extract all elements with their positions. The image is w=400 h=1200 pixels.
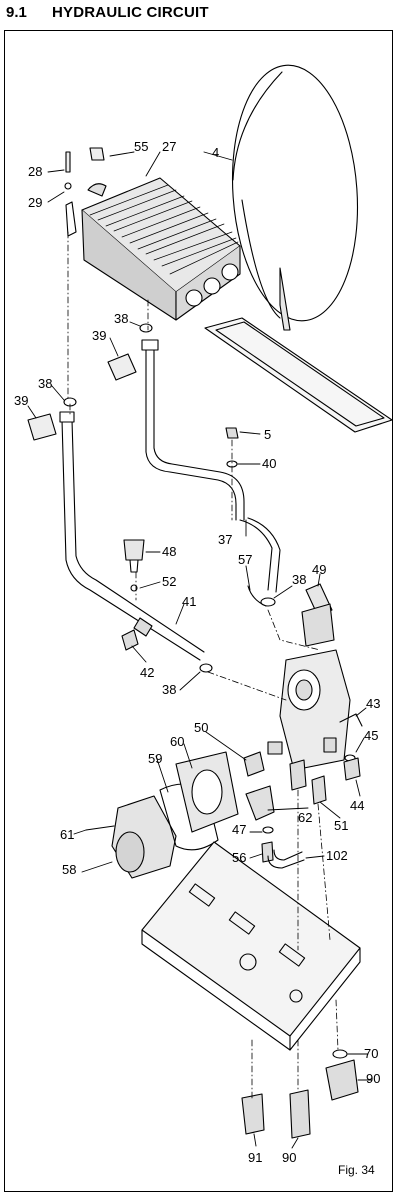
part-label-43: 43 — [366, 696, 380, 711]
part-label-28: 28 — [28, 164, 42, 179]
section-title: HYDRAULIC CIRCUIT — [52, 4, 209, 21]
part-label-38-a: 38 — [114, 311, 128, 326]
pump-58 — [111, 795, 177, 879]
section-number: 9.1 — [6, 4, 27, 21]
clip-42 — [121, 629, 139, 651]
part-label-102: 102 — [326, 848, 348, 863]
figure-frame — [4, 30, 393, 1192]
o-ring-38-a — [139, 323, 153, 333]
part-label-59: 59 — [148, 751, 162, 766]
clip-39-lower — [27, 413, 57, 441]
part-label-38-c: 38 — [292, 572, 306, 587]
part-label-56: 56 — [232, 850, 246, 865]
clip-39-upper — [107, 353, 137, 381]
fitting-56 — [261, 841, 274, 863]
return-pipe-41 — [59, 411, 205, 661]
page-header: 9.1 HYDRAULIC CIRCUIT — [0, 0, 400, 28]
nut-5 — [225, 427, 239, 439]
vessel-bracket — [204, 317, 393, 433]
gasket-59 — [159, 783, 219, 851]
part-label-42: 42 — [140, 665, 154, 680]
part-label-61: 61 — [60, 827, 74, 842]
part-label-44: 44 — [350, 798, 364, 813]
part-label-50: 50 — [194, 720, 208, 735]
expansion-vessel — [231, 64, 359, 331]
part-label-41: 41 — [182, 594, 196, 609]
o-ring-38-d — [199, 663, 213, 673]
part-label-51: 51 — [334, 818, 348, 833]
sensor-28 — [65, 151, 71, 173]
valve-50 — [243, 751, 265, 777]
part-label-40: 40 — [262, 456, 276, 471]
seal-70 — [332, 1049, 348, 1059]
part-label-55: 55 — [134, 139, 148, 154]
fitting-91 — [241, 1093, 265, 1135]
part-label-91: 91 — [248, 1150, 262, 1165]
seal-29 — [64, 182, 72, 190]
part-label-29: 29 — [28, 195, 42, 210]
flow-pipe-37 — [141, 339, 281, 593]
heat-exchanger — [65, 177, 241, 321]
pipe-102 — [267, 855, 305, 869]
fitting-90-right — [325, 1059, 359, 1101]
part-label-39-b: 39 — [14, 393, 28, 408]
part-label-45: 45 — [364, 728, 378, 743]
valve-49 — [301, 583, 335, 647]
part-label-49: 49 — [312, 562, 326, 577]
part-label-39-a: 39 — [92, 328, 106, 343]
part-label-52: 52 — [162, 574, 176, 589]
part-label-47: 47 — [232, 822, 246, 837]
part-label-60: 60 — [170, 734, 184, 749]
air-vent-48 — [123, 539, 145, 573]
screw-61 — [85, 825, 115, 831]
fitting-44 — [343, 757, 361, 781]
seal-52 — [130, 584, 138, 592]
fitting-51 — [311, 775, 327, 805]
clip-57 — [247, 585, 267, 607]
part-label-37: 37 — [218, 532, 232, 547]
part-label-90-left: 90 — [282, 1150, 296, 1165]
figure-label: Fig. 34 — [338, 1163, 375, 1177]
hydraulic-group — [267, 649, 351, 771]
part-label-38-d: 38 — [162, 682, 176, 697]
part-label-70: 70 — [364, 1046, 378, 1061]
part-label-57: 57 — [238, 552, 252, 567]
part-label-4: 4 — [212, 145, 219, 160]
part-label-38-b: 38 — [38, 376, 52, 391]
o-ring-38-c — [260, 597, 276, 607]
valve-62 — [245, 785, 275, 821]
part-label-62: 62 — [298, 810, 312, 825]
part-label-27: 27 — [162, 139, 176, 154]
sensor-55 — [89, 147, 105, 161]
fitting-center — [289, 759, 307, 791]
part-label-58: 58 — [62, 862, 76, 877]
fitting-90-left — [289, 1089, 311, 1139]
part-label-48: 48 — [162, 544, 176, 559]
seal-47 — [262, 826, 274, 834]
part-label-5: 5 — [264, 427, 271, 442]
clip-43 — [339, 713, 363, 727]
part-label-90-right: 90 — [366, 1071, 380, 1086]
base-plate — [141, 841, 361, 1051]
